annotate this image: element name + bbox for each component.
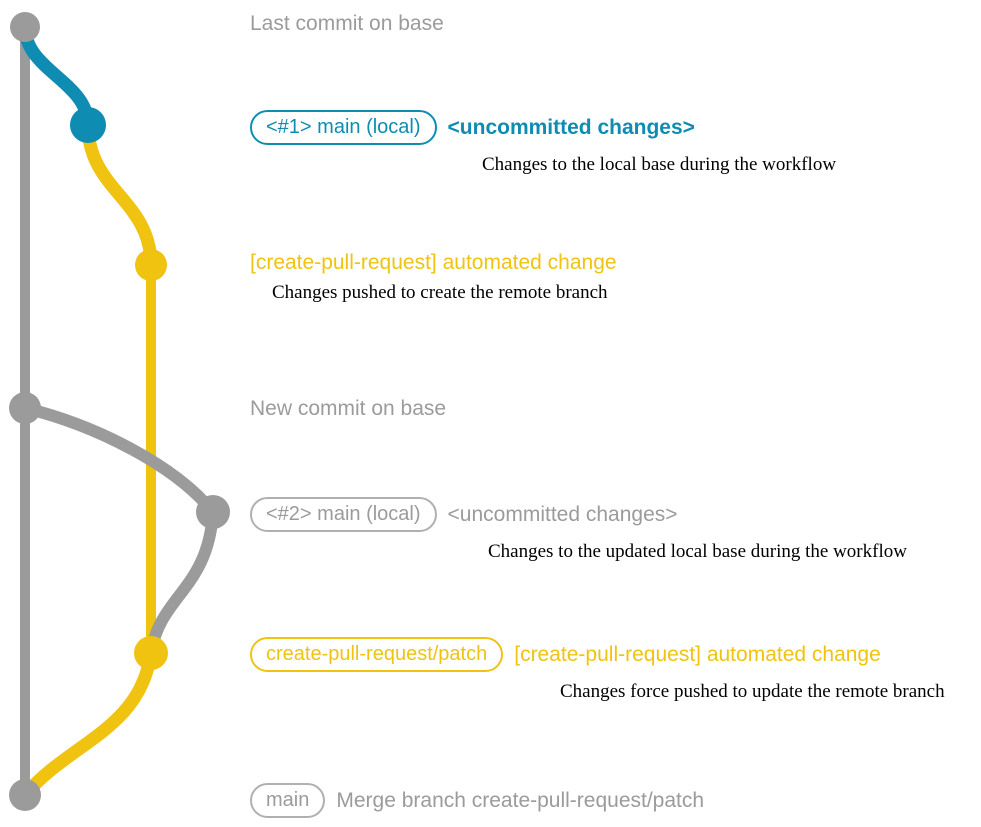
edge-base-2-to-local-2 (19, 402, 219, 518)
commit-node-base-1[interactable] (10, 12, 40, 42)
ref-badge-main[interactable]: main (250, 783, 326, 818)
commit-row-automated-change-2: create-pull-request/patch [create-pull-r… (250, 637, 945, 703)
commit-node-local-1[interactable] (70, 107, 106, 143)
commit-row-head: New commit on base (250, 398, 446, 419)
commit-row-head: <#2> main (local) <uncommitted changes> (250, 497, 907, 532)
commit-row-automated-change-1: [create-pull-request] automated change C… (250, 252, 617, 304)
commit-node-base-2[interactable] (9, 392, 41, 424)
commit-description: Changes force pushed to update the remot… (560, 681, 945, 702)
commit-row-merge-commit: main Merge branch create-pull-request/pa… (250, 783, 704, 818)
commit-subject: Merge branch create-pull-request/patch (336, 789, 705, 812)
commit-subject: New commit on base (250, 397, 447, 420)
commit-description: Changes pushed to create the remote bran… (272, 282, 608, 303)
commit-row-local-1: <#1> main (local) <uncommitted changes> … (250, 110, 836, 176)
edge-local-2-to-patch-2 (145, 506, 219, 659)
commit-row-new-commit-on-base: New commit on base (250, 398, 446, 419)
edge-local-1-to-patch-1 (81, 118, 158, 272)
commit-row-last-commit-on-base: Last commit on base (250, 13, 444, 34)
commit-subject: [create-pull-request] automated change (514, 643, 881, 666)
commit-subject: <uncommitted changes> (447, 503, 678, 526)
ref-badge-create-pull-request-patch[interactable]: create-pull-request/patch (250, 637, 504, 672)
ref-badge-main-local-1[interactable]: <#1> main (local) (250, 110, 437, 145)
commit-row-head: main Merge branch create-pull-request/pa… (250, 783, 704, 818)
commit-row-head: create-pull-request/patch [create-pull-r… (250, 637, 945, 672)
commit-description: Changes to the local base during the wor… (482, 154, 837, 175)
commit-description: Changes to the updated local base during… (488, 541, 907, 562)
commit-subject: Last commit on base (250, 12, 444, 35)
edge-patch-2-to-merge (18, 646, 158, 802)
commit-node-patch-2[interactable] (134, 636, 168, 670)
commit-node-patch-1[interactable] (135, 249, 167, 281)
commit-node-merge[interactable] (9, 779, 41, 811)
commit-subject: [create-pull-request] automated change (250, 251, 617, 274)
commit-row-local-2: <#2> main (local) <uncommitted changes> … (250, 497, 907, 563)
commit-node-local-2[interactable] (196, 495, 230, 529)
ref-badge-main-local-2[interactable]: <#2> main (local) (250, 497, 437, 532)
commit-row-head: [create-pull-request] automated change (250, 252, 617, 273)
commit-row-head: <#1> main (local) <uncommitted changes> (250, 110, 836, 145)
commit-subject: <uncommitted changes> (447, 116, 695, 139)
commit-row-head: Last commit on base (250, 13, 444, 34)
